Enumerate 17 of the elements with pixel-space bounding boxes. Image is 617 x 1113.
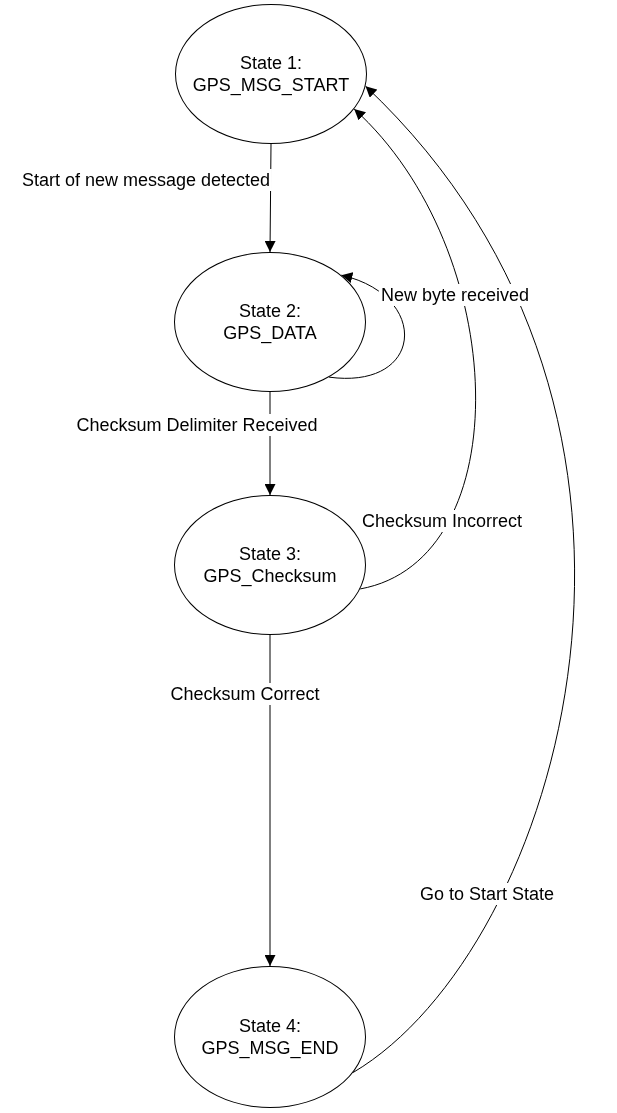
edge-label: Start of new message detected: [19, 169, 273, 191]
edge-label: Checksum Delimiter Received: [74, 414, 320, 436]
state-name: GPS_Checksum: [203, 565, 337, 587]
state-number: State 1:: [239, 52, 302, 74]
edge-label: Go to Start State: [417, 883, 557, 905]
state-number: State 3:: [238, 543, 301, 565]
edge-label: Checksum Incorrect: [359, 510, 525, 532]
state-name: GPS_MSG_END: [201, 1037, 339, 1059]
edge-label: Checksum Correct: [168, 683, 322, 705]
state-name: GPS_MSG_START: [192, 74, 350, 96]
state-number: State 4:: [238, 1015, 301, 1037]
arrow: [328, 273, 405, 379]
arrow: [352, 85, 575, 1073]
state-name: GPS_DATA: [223, 322, 317, 344]
arrow: [353, 108, 477, 590]
arrow: [264, 634, 276, 967]
state-number: State 2:: [238, 300, 301, 322]
